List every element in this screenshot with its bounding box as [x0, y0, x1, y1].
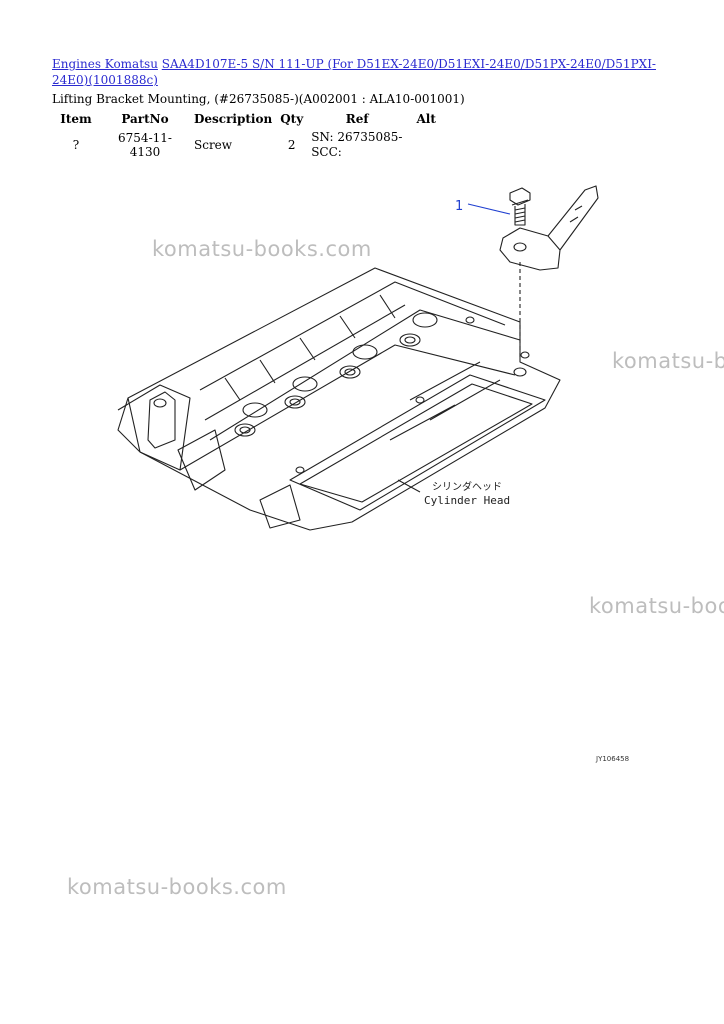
- col-item: Item: [60, 112, 92, 126]
- watermark: komatsu-b: [612, 349, 724, 373]
- cell-partno: 6754-11-4130: [118, 131, 172, 159]
- col-partno: PartNo: [121, 112, 169, 126]
- label-leader: [397, 479, 421, 493]
- parts-diagram: 1 シリンダヘッド Cylinder Head JY106458: [117, 185, 629, 763]
- breadcrumb-model-link[interactable]: SAA4D107E-5 S/N 111-UP (For D51EX-24E0/D…: [52, 57, 656, 87]
- cell-item: ?: [72, 138, 80, 152]
- col-ref: Ref: [345, 112, 369, 126]
- watermark: komatsu-books.com: [152, 237, 372, 261]
- lifting-bracket-drawing: [499, 185, 599, 271]
- callout-leader: [467, 203, 511, 215]
- diagram-code: JY106458: [595, 755, 629, 763]
- valve-ports: [153, 312, 530, 474]
- col-description: Description: [194, 112, 273, 126]
- cell-description: Screw: [194, 138, 233, 152]
- cell-qty: 2: [287, 138, 296, 152]
- cylinder-head-label-jp: シリンダヘッド: [432, 480, 502, 493]
- cylinder-head-label-en: Cylinder Head: [424, 494, 510, 507]
- page-subtitle: Lifting Bracket Mounting, (#26735085-)(A…: [52, 92, 465, 106]
- breadcrumb-engines-link[interactable]: Engines Komatsu: [52, 57, 158, 71]
- col-alt: Alt: [416, 112, 436, 126]
- table-header-row: Item PartNo Description Qty Ref Alt: [52, 110, 445, 128]
- callout-number: 1: [455, 199, 463, 214]
- cell-ref: SN: 26735085-SCC:: [311, 130, 403, 159]
- cylinder-head-drawing: [117, 267, 561, 531]
- screw-drawing: [509, 187, 531, 226]
- col-qty: Qty: [280, 112, 304, 126]
- watermark: komatsu-boo: [589, 594, 724, 618]
- table-row: ? 6754-11-4130 Screw 2 SN: 26735085-SCC:: [52, 128, 445, 162]
- cell-alt: [407, 128, 445, 162]
- parts-table: Item PartNo Description Qty Ref Alt ? 67…: [52, 110, 445, 162]
- watermark: komatsu-books.com: [67, 875, 287, 899]
- breadcrumb: Engines Komatsu SAA4D107E-5 S/N 111-UP (…: [52, 56, 692, 88]
